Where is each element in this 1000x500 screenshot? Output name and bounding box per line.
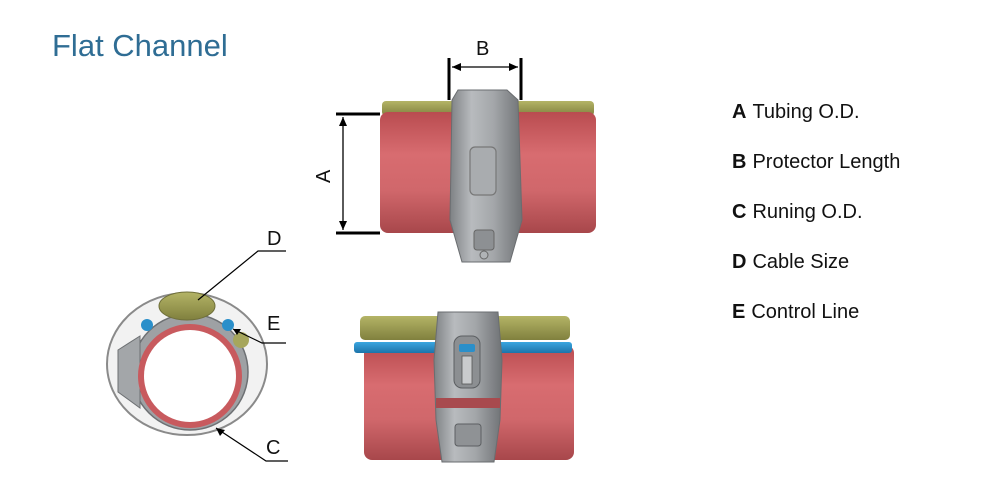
legend-letter: C (732, 201, 747, 223)
callout-b: B (476, 38, 489, 60)
legend-label: Protector Length (752, 151, 901, 173)
cross-section: D E C (106, 228, 288, 462)
legend-letter: B (732, 151, 747, 173)
control-line-right (222, 319, 234, 331)
legend-letter: A (732, 101, 747, 123)
legend-letter: D (732, 251, 747, 273)
bottom-view (354, 311, 574, 463)
dim-b-arrow-right (509, 63, 518, 71)
cable-section (158, 291, 216, 321)
legend-letter: E (732, 301, 746, 323)
legend-label: Tubing O.D. (752, 101, 860, 123)
callout-c: C (266, 437, 280, 459)
red-band (436, 398, 500, 408)
tubing-bore (144, 330, 236, 422)
legend-label: Cable Size (752, 251, 850, 273)
cable-section-right (233, 332, 249, 348)
screw-icon (479, 250, 489, 260)
control-line-left (141, 319, 153, 331)
legend-label: Control Line (751, 301, 860, 323)
blue-insert (459, 344, 475, 352)
protector-hinge (473, 229, 495, 251)
leader-c (215, 427, 288, 462)
legend-label: Runing O.D. (752, 201, 863, 223)
bolt-icon (461, 355, 473, 385)
top-view: B A (313, 38, 596, 263)
dim-a-arrow-top (339, 117, 347, 126)
leader-d (197, 250, 286, 301)
protector-clamp (117, 335, 141, 409)
leader-e-arrow (233, 329, 241, 335)
page-title: Flat Channel (52, 28, 228, 63)
leader-c-arrow (216, 428, 225, 436)
dim-a-arrow-bottom (339, 221, 347, 230)
protector-latch (454, 423, 482, 447)
dim-b-arrow-left (452, 63, 461, 71)
leader-e (232, 328, 286, 344)
callout-a: A (313, 169, 335, 183)
callout-d: D (267, 228, 281, 250)
callout-e: E (267, 313, 280, 335)
protector-window (469, 146, 497, 196)
